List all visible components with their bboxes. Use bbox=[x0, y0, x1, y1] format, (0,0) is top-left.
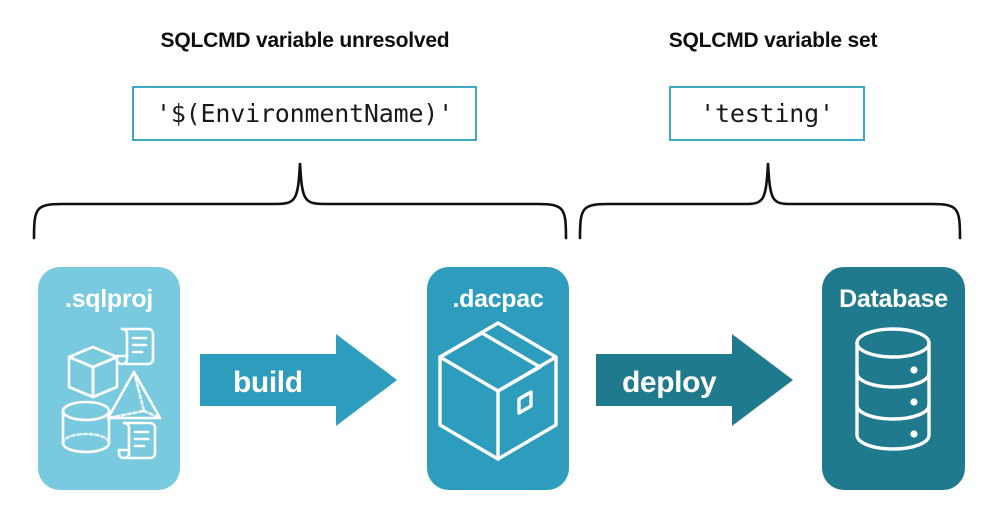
card-dacpac-label: .dacpac bbox=[452, 285, 544, 313]
card-dacpac: .dacpac bbox=[427, 267, 569, 490]
card-sqlproj-label: .sqlproj bbox=[65, 285, 153, 313]
package-box-icon bbox=[438, 321, 558, 461]
pyramid-icon bbox=[106, 370, 162, 420]
scroll-icon bbox=[117, 421, 157, 460]
scroll-icon bbox=[115, 327, 155, 366]
card-database: Database bbox=[822, 267, 965, 490]
database-artwork bbox=[855, 327, 931, 451]
arrow-deploy: deploy bbox=[596, 332, 794, 433]
arrow-deploy-shape bbox=[596, 334, 793, 426]
arrow-build-label: build bbox=[233, 365, 303, 399]
sqlcmd-variable-value-right: 'testing' bbox=[669, 86, 865, 141]
card-sqlproj: .sqlproj bbox=[38, 267, 180, 490]
cylinder-icon bbox=[61, 400, 111, 454]
sqlcmd-variable-value-left: '$(EnvironmentName)' bbox=[132, 86, 477, 141]
arrow-build: build bbox=[200, 332, 398, 433]
arrow-deploy-label: deploy bbox=[622, 365, 717, 399]
section-title-left: SQLCMD variable unresolved bbox=[160, 29, 450, 52]
database-cylinder-icon bbox=[855, 327, 931, 451]
card-database-label: Database bbox=[839, 285, 948, 313]
arrow-build-shape bbox=[200, 334, 397, 426]
dacpac-artwork bbox=[438, 321, 558, 461]
section-title-right: SQLCMD variable set bbox=[668, 29, 878, 52]
cube-icon bbox=[67, 345, 119, 399]
brace-left bbox=[32, 162, 568, 240]
sqlproj-artwork bbox=[61, 327, 162, 460]
brace-right bbox=[578, 162, 962, 240]
